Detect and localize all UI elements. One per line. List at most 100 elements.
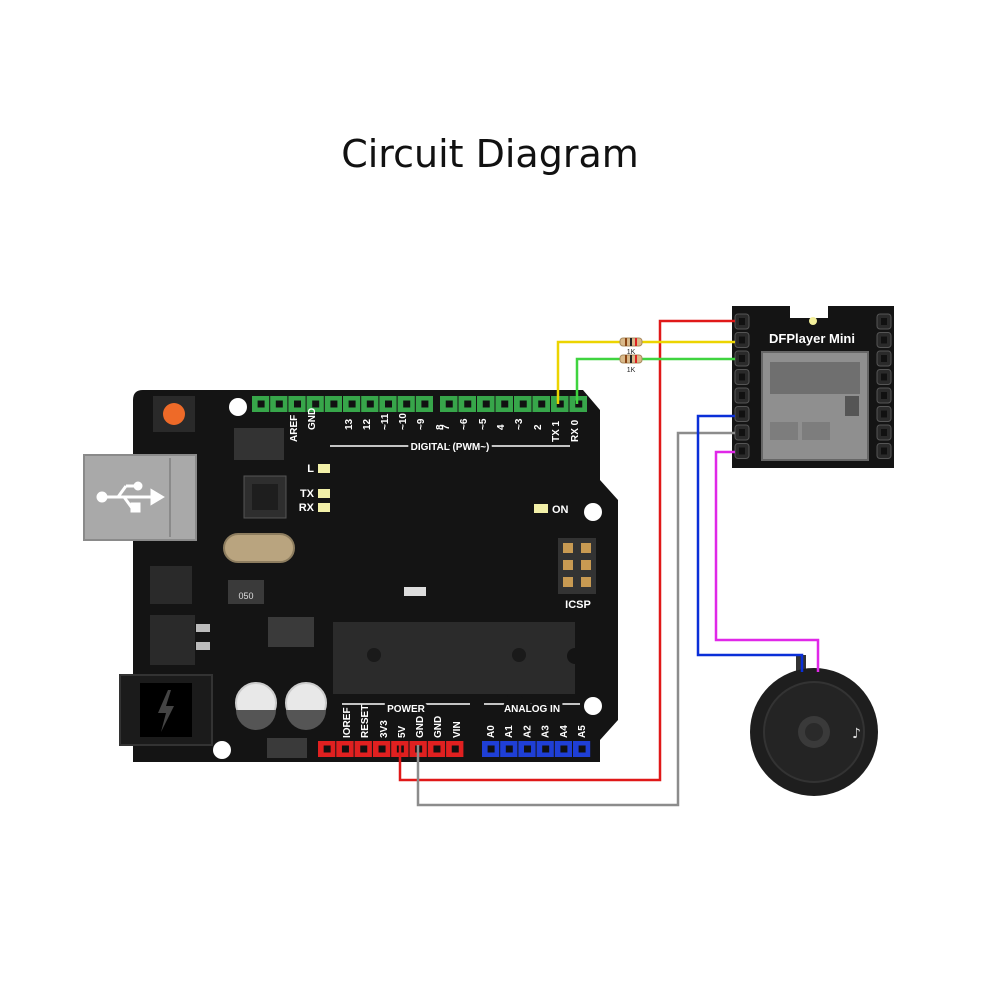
dfplayer-right-pin[interactable] bbox=[876, 387, 892, 404]
power-header bbox=[318, 741, 464, 757]
icsp-label: ICSP bbox=[565, 599, 591, 611]
icsp-pin bbox=[563, 543, 573, 553]
icsp-usb-header bbox=[234, 428, 284, 460]
dfplayer-right-pin[interactable] bbox=[876, 332, 892, 348]
digital-pin[interactable] bbox=[415, 396, 433, 412]
power-pin-label: GND bbox=[433, 716, 444, 738]
op-amp-chip bbox=[268, 617, 314, 647]
dfplayer-right-pin[interactable] bbox=[876, 313, 892, 330]
icsp-pin bbox=[581, 577, 591, 587]
analog-pin[interactable] bbox=[536, 741, 554, 757]
digital-pin[interactable] bbox=[306, 396, 324, 412]
resistor-2-label: 1K bbox=[627, 367, 636, 374]
dfplayer-left-pin[interactable] bbox=[734, 332, 750, 348]
analog-pin[interactable] bbox=[482, 741, 500, 757]
mounting-hole bbox=[213, 741, 231, 759]
digital-pin[interactable] bbox=[343, 396, 361, 412]
dfplayer-mini-module: DFPlayer Mini bbox=[732, 306, 894, 468]
power-pin-label: 3V3 bbox=[379, 720, 390, 738]
power-pin[interactable] bbox=[336, 741, 354, 757]
digital-pin[interactable] bbox=[514, 396, 532, 412]
dfplayer-left-pin[interactable] bbox=[734, 406, 750, 422]
digital-pin[interactable] bbox=[551, 396, 569, 412]
digital-pin[interactable] bbox=[440, 396, 458, 412]
led-label-rx: RX bbox=[299, 502, 315, 514]
digital-pin[interactable] bbox=[270, 396, 288, 412]
arduino-board: 050 ICSP DIGITAL (PWM~) L TX bbox=[83, 390, 618, 762]
wire-spk1 bbox=[696, 414, 804, 672]
power-pin[interactable] bbox=[427, 741, 446, 757]
analog-pin-label: A4 bbox=[559, 725, 570, 738]
dfplayer-left-pin[interactable] bbox=[734, 350, 750, 367]
icsp-pin bbox=[563, 560, 573, 570]
svg-text:050: 050 bbox=[238, 591, 253, 601]
small-chip: 050 bbox=[228, 580, 264, 604]
digital-pin-label: ~10 bbox=[398, 413, 409, 430]
digital-header-label: DIGITAL (PWM~) bbox=[411, 442, 490, 453]
digital-pin[interactable] bbox=[495, 396, 514, 412]
resistor-2: 1K bbox=[619, 354, 643, 374]
dfplayer-left-pin[interactable] bbox=[734, 313, 750, 330]
resistor-1: 1K bbox=[619, 337, 643, 356]
digital-pin-label: GND bbox=[307, 408, 318, 430]
reset-button[interactable] bbox=[153, 396, 195, 432]
power-pin[interactable] bbox=[446, 741, 464, 757]
usb-icon bbox=[96, 481, 165, 513]
digital-header bbox=[252, 396, 587, 412]
voltage-regulator bbox=[150, 566, 210, 665]
icsp-pin bbox=[581, 543, 591, 553]
led-l bbox=[318, 464, 330, 473]
speaker: ♪ bbox=[750, 655, 878, 796]
led-tx bbox=[318, 489, 330, 498]
digital-pin[interactable] bbox=[477, 396, 495, 412]
led-on bbox=[534, 504, 548, 513]
power-pin[interactable] bbox=[372, 741, 391, 757]
icsp-pin bbox=[563, 577, 573, 587]
dfplayer-right-pin[interactable] bbox=[876, 406, 892, 422]
digital-pin[interactable] bbox=[324, 396, 342, 412]
digital-pin-label: AREF bbox=[289, 415, 300, 442]
analog-pin[interactable] bbox=[573, 741, 591, 757]
digital-pin[interactable] bbox=[288, 396, 306, 412]
led-label-l: L bbox=[307, 463, 314, 475]
power-pin-label: RESET bbox=[360, 705, 371, 738]
analog-pin-label: A5 bbox=[577, 725, 588, 738]
analog-pin[interactable] bbox=[554, 741, 572, 757]
analog-pin[interactable] bbox=[500, 741, 518, 757]
digital-pin[interactable] bbox=[458, 396, 477, 412]
wire-tx-rx bbox=[556, 340, 620, 404]
digital-pin[interactable] bbox=[397, 396, 415, 412]
digital-pin[interactable] bbox=[252, 396, 270, 412]
sd-card-slot bbox=[761, 351, 869, 461]
capacitor bbox=[235, 682, 327, 730]
dfplayer-left-pin[interactable] bbox=[734, 424, 750, 441]
dfplayer-left-pin[interactable] bbox=[734, 387, 750, 404]
digital-pin[interactable] bbox=[361, 396, 379, 412]
usb-chip bbox=[243, 475, 287, 519]
dfplayer-right-pin[interactable] bbox=[876, 424, 892, 441]
dfplayer-left-pin[interactable] bbox=[734, 443, 750, 459]
analog-pin[interactable] bbox=[518, 741, 536, 757]
power-pin[interactable] bbox=[318, 741, 336, 757]
power-header-label: POWER bbox=[387, 704, 426, 715]
dfplayer-right-pin[interactable] bbox=[876, 350, 892, 367]
dfplayer-right-pin[interactable] bbox=[876, 443, 892, 459]
analog-pin-label: A0 bbox=[486, 725, 497, 738]
power-pin-label: IOREF bbox=[342, 707, 353, 738]
digital-pin-label: 4 bbox=[496, 424, 507, 430]
digital-pin[interactable] bbox=[379, 396, 397, 412]
digital-pin-label: 7 bbox=[441, 424, 452, 430]
digital-pin-label: ~9 bbox=[416, 418, 427, 430]
power-pin-label: 5V bbox=[397, 725, 408, 738]
power-pin[interactable] bbox=[354, 741, 372, 757]
digital-pin[interactable] bbox=[532, 396, 551, 412]
crystal bbox=[223, 533, 295, 563]
analog-pin-label: A1 bbox=[504, 725, 515, 738]
resistor-1-label: 1K bbox=[627, 349, 636, 356]
dfplayer-right-pin[interactable] bbox=[876, 369, 892, 385]
lightning-icon bbox=[158, 690, 174, 732]
dfplayer-left-pin[interactable] bbox=[734, 369, 750, 385]
